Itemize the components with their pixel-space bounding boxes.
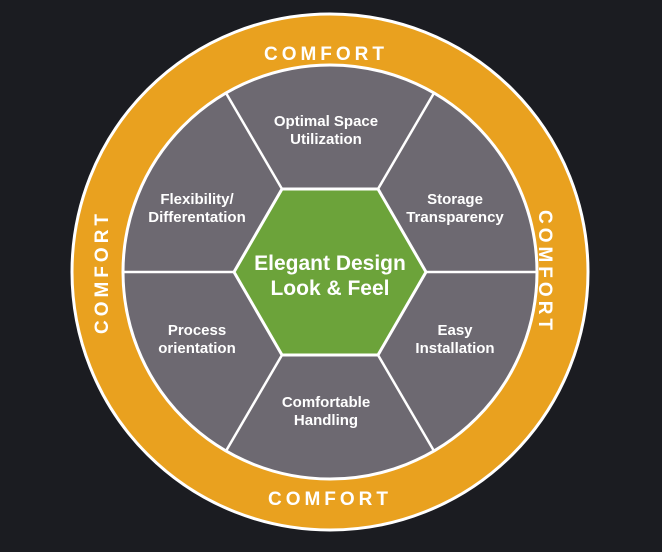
segment-dividers bbox=[123, 92, 537, 452]
divider-top-left bbox=[224, 92, 284, 190]
segment-bottom-line2: Handling bbox=[294, 412, 358, 429]
segment-bottom-line1: Comfortable bbox=[282, 394, 370, 411]
segment-bottom-left-line2: orientation bbox=[158, 340, 236, 357]
center-label-line2: Look & Feel bbox=[270, 277, 389, 300]
center-label-line1: Elegant Design bbox=[254, 252, 406, 275]
center-hexagon bbox=[232, 187, 428, 357]
segment-top-left-line1: Flexibility/ bbox=[160, 191, 234, 208]
ring-label-left: COMFORT bbox=[92, 210, 113, 334]
segment-top-line2: Utilization bbox=[290, 131, 362, 148]
divider-top-right bbox=[376, 92, 436, 190]
segment-top-left-line2: Differentation bbox=[148, 209, 246, 226]
ring-label-bottom: COMFORT bbox=[268, 489, 392, 510]
segment-top-right-line1: Storage bbox=[427, 191, 483, 208]
segment-top-line1: Optimal Space bbox=[274, 113, 378, 130]
ring-label-top: COMFORT bbox=[264, 44, 388, 65]
segment-bottom-right-line2: Installation bbox=[415, 340, 494, 357]
segment-bottom-left-line1: Process bbox=[168, 322, 226, 339]
segment-top-right-line2: Transparency bbox=[406, 209, 504, 226]
divider-bottom-right bbox=[376, 354, 436, 452]
ring-label-right: COMFORT bbox=[534, 210, 555, 334]
divider-bottom-left bbox=[224, 354, 284, 452]
segment-bottom-right-line1: Easy bbox=[437, 322, 473, 339]
